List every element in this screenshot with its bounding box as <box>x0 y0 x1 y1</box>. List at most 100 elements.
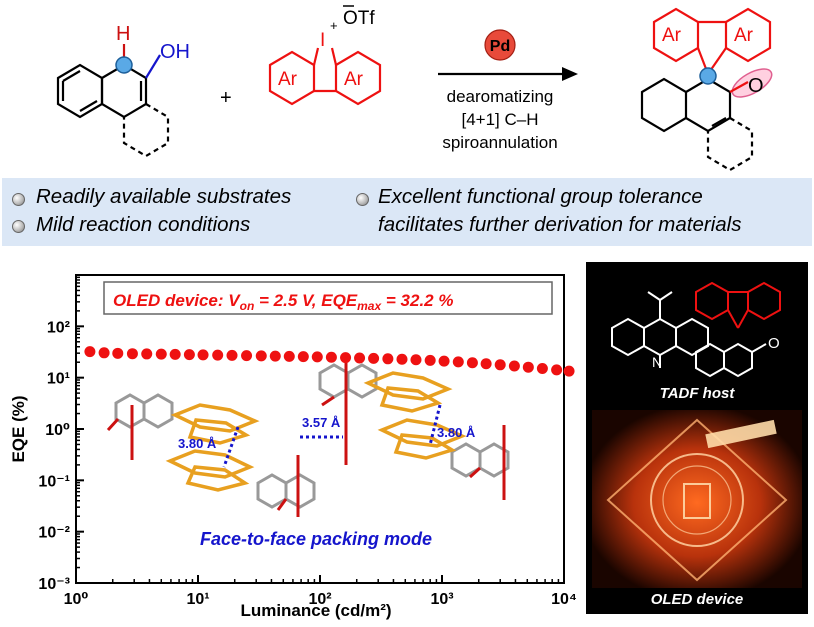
condition-line-1: dearomatizing <box>447 87 554 106</box>
eqe-data-point <box>183 349 195 361</box>
distance-label-2: 3.57 Å <box>302 415 341 430</box>
eqe-data-point <box>424 354 436 366</box>
reactant-oh-label: OH <box>160 41 190 63</box>
x-tick-label: 10¹ <box>186 591 209 608</box>
iodonium-salt <box>268 47 382 106</box>
eqe-series <box>84 346 575 377</box>
eqe-data-point <box>452 356 464 368</box>
iodonium-i-label: I <box>320 30 325 51</box>
eqe-data-point <box>508 360 520 372</box>
product-core <box>640 77 754 172</box>
y-axis-label: EQE (%) <box>9 395 28 462</box>
eqe-data-point <box>297 351 309 363</box>
eqe-data-point <box>494 359 506 371</box>
x-tick-label: 10⁴ <box>551 591 577 608</box>
eqe-data-point <box>126 348 138 360</box>
plus-sign: + <box>220 87 232 109</box>
oh-bond <box>145 54 161 79</box>
fluorene-unit <box>695 281 781 329</box>
eqe-data-point <box>563 365 575 377</box>
bullet-icon <box>356 193 369 206</box>
feature-tolerance: Excellent functional group tolerance <box>378 185 703 208</box>
x-tick-label: 10² <box>308 591 331 608</box>
y-tick-label: 10⁰ <box>45 422 70 439</box>
reactive-site-dot <box>115 56 133 74</box>
y-tick-label: 10⁻³ <box>38 576 70 593</box>
distance-label-3: 3.80 Å <box>437 425 476 440</box>
spiro-center-dot <box>699 67 717 85</box>
eqe-data-point <box>226 349 238 361</box>
condition-line-3: spiroannulation <box>442 133 557 152</box>
device-substrate <box>606 418 788 582</box>
reactant-naphthol <box>56 63 170 158</box>
nitrogen-label: N <box>652 354 662 370</box>
aryl-right-label: Ar <box>344 69 364 90</box>
eqe-data-point <box>368 352 380 364</box>
iodonium-charge: + <box>330 18 338 33</box>
eqe-data-point <box>269 350 281 362</box>
eqe-data-point <box>382 353 394 365</box>
bullet-icon <box>12 220 25 233</box>
device-photo <box>592 410 802 588</box>
counterion-label: OTf <box>343 8 375 29</box>
product-aryl-left: Ar <box>662 25 682 46</box>
eqe-data-point <box>311 351 323 363</box>
eqe-data-point <box>466 357 478 369</box>
distance-label-1: 3.80 Å <box>178 436 217 451</box>
eqe-data-point <box>197 349 209 361</box>
x-axis-label: Luminance (cd/m²) <box>240 601 391 620</box>
plot-frame <box>75 274 565 584</box>
eqe-data-point <box>480 358 492 370</box>
carbonyl-highlight <box>731 68 773 98</box>
aryl-left-label: Ar <box>278 69 298 90</box>
feature-conditions: Mild reaction conditions <box>36 213 251 236</box>
reactant-h-label: H <box>116 23 130 45</box>
eqe-data-point <box>155 348 167 360</box>
eqe-data-point <box>141 348 153 360</box>
glowing-pixel <box>705 419 777 449</box>
eqe-chart: 10⁰ 10¹ 10² 10³ 10⁴ 10⁻³ 10⁻² 10⁻¹ 10⁰ 10¹ 10² <box>9 274 577 620</box>
packing-mode-label: Face-to-face packing mode <box>200 529 432 549</box>
axis-ticks <box>75 274 565 584</box>
tadf-host-label: TADF host <box>660 385 736 402</box>
crystal-packing-illustration: 3.80 Å 3.57 Å 3.80 Å <box>106 355 510 517</box>
eqe-data-point <box>410 354 422 366</box>
bullet-icon <box>12 193 25 206</box>
university-emblem <box>650 453 744 547</box>
oled-device-label: OLED device <box>651 591 744 608</box>
eqe-data-point <box>241 350 253 362</box>
eqe-data-point <box>340 352 352 364</box>
eqe-data-point <box>325 351 337 363</box>
reaction-scheme: H OH + I + OTf Ar Ar Pd dearomatizing [4… <box>56 5 773 172</box>
device-panel: N O TADF host OLED device <box>586 262 808 614</box>
product-o-label: O <box>748 75 764 97</box>
eqe-data-point <box>283 350 295 362</box>
x-tick-label: 10³ <box>430 591 453 608</box>
catalyst-badge <box>484 29 516 61</box>
y-tick-labels: 10⁻³ 10⁻² 10⁻¹ 10⁰ 10¹ 10² <box>38 319 70 593</box>
eqe-data-point <box>396 353 408 365</box>
y-tick-label: 10⁻¹ <box>38 473 70 490</box>
carbonyl-bond <box>729 81 749 93</box>
eqe-data-point <box>112 347 124 359</box>
eqe-data-point <box>536 362 548 374</box>
tadf-host-structure <box>611 291 767 378</box>
y-tick-label: 10² <box>47 319 70 336</box>
oxygen-label: O <box>768 335 780 352</box>
y-tick-label: 10¹ <box>47 371 70 388</box>
eqe-data-point <box>98 347 110 359</box>
annotation-box <box>103 281 553 315</box>
feature-derivation: facilitates further derivation for mater… <box>378 213 742 236</box>
catalyst-label: Pd <box>490 38 510 55</box>
y-tick-label: 10⁻² <box>38 525 70 542</box>
eqe-data-point <box>438 355 450 367</box>
eqe-data-point <box>212 349 224 361</box>
product-aryl-right: Ar <box>734 25 754 46</box>
eqe-data-point <box>551 364 563 376</box>
eqe-data-point <box>255 350 267 362</box>
eqe-data-point <box>354 352 366 364</box>
eqe-data-point <box>522 361 534 373</box>
condition-line-2: [4+1] C–H <box>461 110 538 129</box>
feature-substrates: Readily available substrates <box>36 185 292 208</box>
